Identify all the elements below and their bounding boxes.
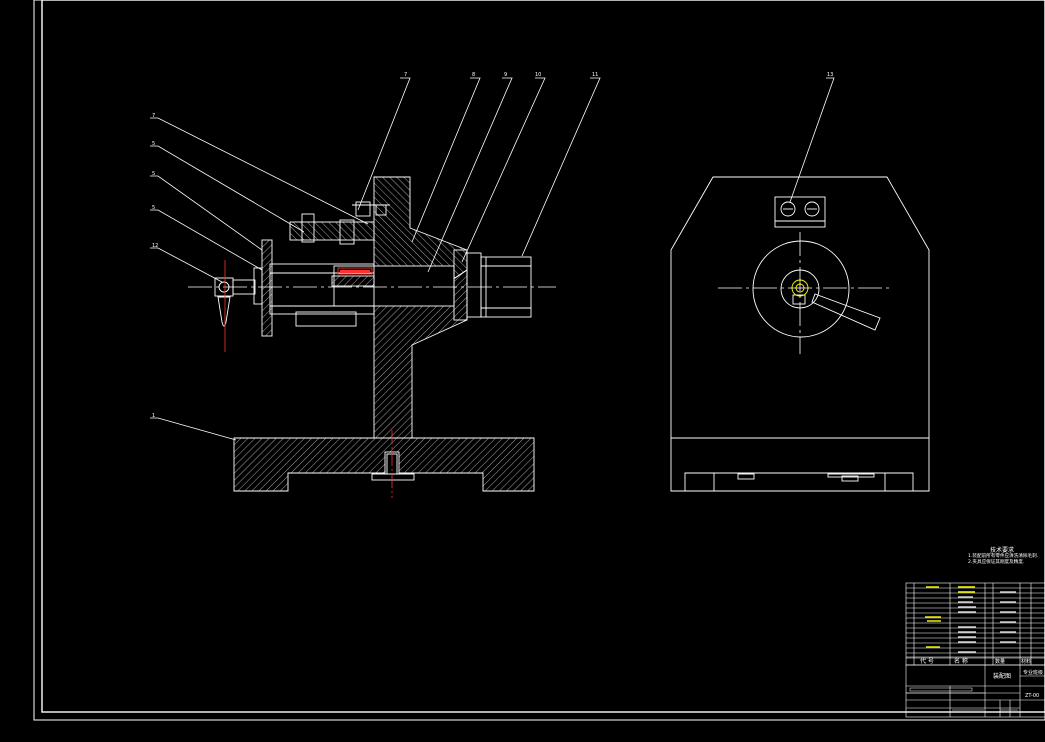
balloon-label: 12: [152, 243, 158, 249]
sheet-border: [33, 0, 1045, 721]
balloon-label: 5: [152, 171, 155, 177]
notes-title: 技术要求: [990, 546, 1014, 554]
school-name: 专业班级: [1023, 669, 1043, 676]
drawing-name: 装配图: [993, 672, 1011, 680]
balloon-label: 7: [152, 113, 155, 119]
front-section-view: [214, 176, 535, 492]
balloon-label: 8: [472, 72, 475, 78]
terminal-block: [774, 196, 826, 228]
revision-table: [906, 687, 1018, 711]
side-disc: [752, 240, 850, 338]
side-lever: [811, 293, 881, 331]
balloon-label: 9: [504, 72, 507, 78]
balloon-label: 10: [535, 72, 541, 78]
balloon-label: 11: [592, 72, 598, 78]
leader-lines: [150, 77, 835, 441]
red-insert: [337, 267, 373, 275]
technical-notes: 技术要求 1.装配前所有零件应清洗清除毛刺. 2.夹具应保证其刚度及精度.: [968, 546, 1038, 565]
balloon-label: 1: [152, 413, 155, 419]
notes-line: 2.夹具应保证其刚度及精度.: [968, 558, 1024, 565]
bom-text-marks: [958, 591, 1016, 653]
side-body-outline: [670, 176, 930, 492]
front-centerlines: [188, 260, 556, 498]
bom-highlights: [925, 586, 975, 648]
clamp-arm: [289, 221, 375, 241]
drawing-code: ZT-00: [1025, 693, 1039, 699]
balloon-labels: 7 5 5 5 12 1 7 8 9 10 11 13: [152, 72, 833, 419]
bom-header-code: 代 号: [920, 657, 934, 665]
balloon-label: 5: [152, 141, 155, 147]
left-flange: [261, 239, 273, 337]
title-block-text: 装配图 专业班级 ZT-00: [993, 669, 1043, 699]
bom-header: 代 号 名 称 数量 材料: [920, 657, 1031, 665]
base-plate: [233, 437, 535, 492]
bom-header-material: 材料: [1021, 658, 1031, 665]
side-view: [670, 176, 930, 492]
balloon-label: 13: [827, 72, 833, 78]
bom-header-name: 名 称: [954, 657, 968, 665]
notes-line: 1.装配前所有零件应清洗清除毛刺.: [968, 552, 1038, 559]
bom-header-qty: 数量: [995, 658, 1005, 665]
balloon-label: 7: [404, 72, 407, 78]
side-centerlines: [718, 232, 890, 354]
balloon-label: 5: [152, 205, 155, 211]
locking-lever: [214, 277, 256, 327]
bom-table: [905, 582, 1045, 666]
bushing: [331, 275, 375, 287]
